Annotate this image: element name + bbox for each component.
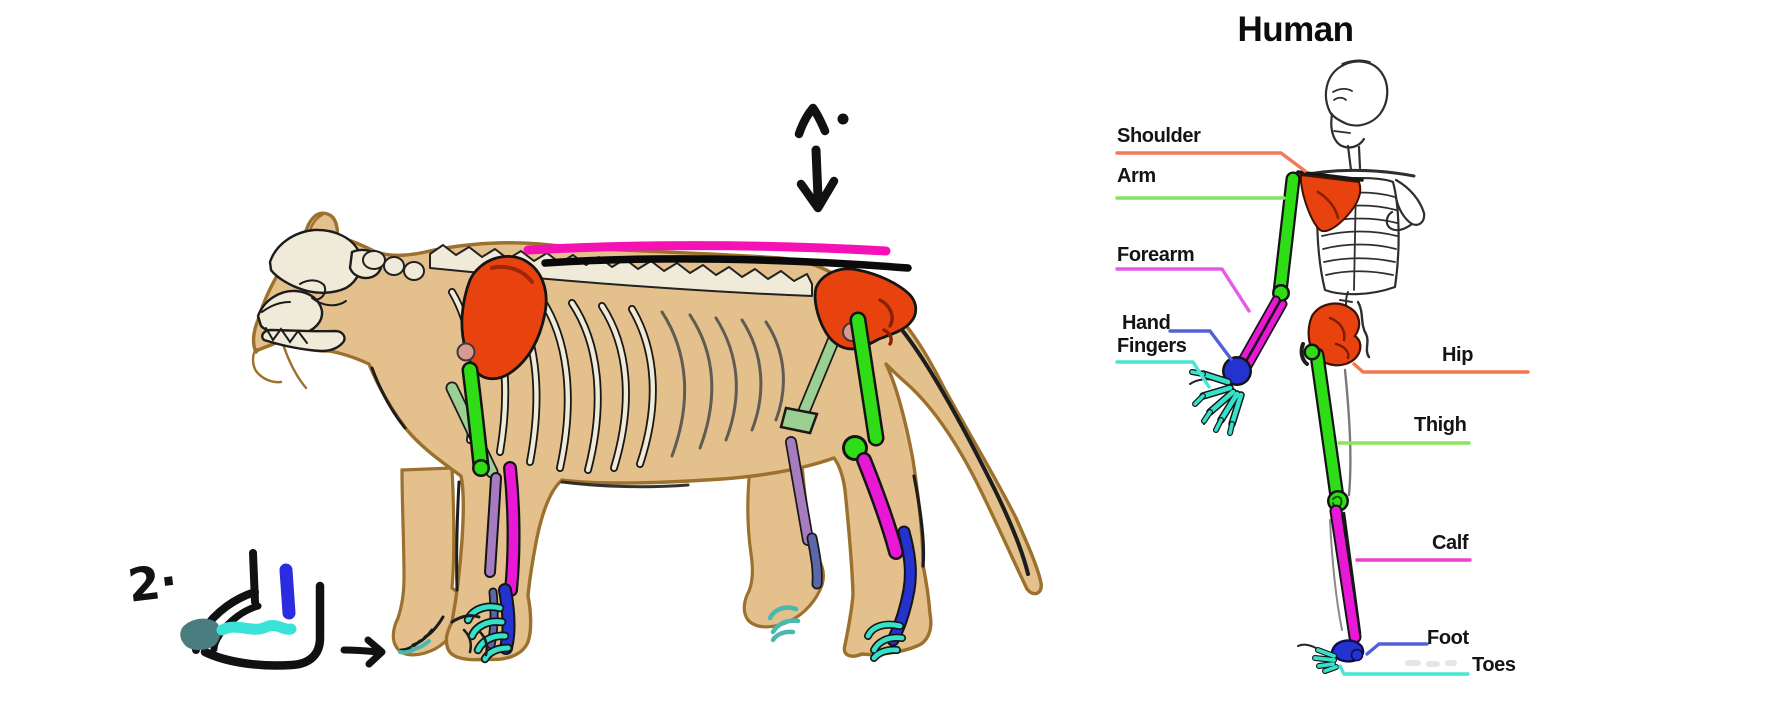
lion-mandible	[261, 328, 346, 353]
annotation-1	[794, 103, 849, 213]
human-toe-bones	[1297, 643, 1339, 674]
leader-hip	[1352, 362, 1530, 374]
lion-far-femur-flare	[779, 406, 819, 435]
human-mouth	[1333, 130, 1351, 134]
label-fingers: Fingers	[1117, 335, 1187, 357]
foot-doodle-ankle-stroke	[279, 563, 296, 620]
lion-far-front-claw-tint	[398, 639, 431, 655]
human-radius-bone	[1238, 297, 1279, 365]
lion-shoulder-joint-circle	[456, 342, 476, 362]
right-arrow-shaft	[340, 646, 382, 656]
foot-doodle-heel-blob	[180, 618, 221, 651]
back-highlight-lines	[523, 241, 912, 272]
human-pelvis-accent	[1328, 316, 1350, 360]
label-foot: Foot	[1427, 627, 1469, 649]
foot-doodle-u-stroke	[200, 581, 325, 670]
leader-forearm	[1115, 267, 1251, 313]
leader-shoulder	[1115, 151, 1307, 173]
lion-teeth-zigzag	[265, 327, 308, 344]
lion-figure	[251, 211, 1043, 664]
lion-elbow-knob	[474, 461, 488, 475]
human-heel-bone	[1350, 648, 1364, 662]
right-arrow-head-icon	[364, 636, 386, 668]
leader-toes	[1338, 664, 1470, 676]
label-forearm: Forearm	[1117, 244, 1195, 266]
human-far-hand	[1385, 210, 1414, 232]
lion-pelvis-accent	[878, 298, 894, 346]
lion-zygomatic-arch	[311, 297, 347, 307]
annotation-2-number: 2·	[124, 553, 181, 613]
lion-colored-bones	[445, 255, 918, 664]
lion-knee-knob	[845, 438, 865, 458]
lion-front-claws	[463, 602, 513, 664]
human-scapula-accent	[1316, 190, 1340, 220]
lion-tail-inner-line	[900, 328, 1030, 576]
back-highlight-pink-line	[523, 241, 891, 256]
lion-skull	[256, 228, 383, 353]
lion-scapula-bone	[460, 255, 548, 381]
lion-scapula-accent	[490, 264, 534, 284]
lion-sketch-ribs	[660, 310, 785, 458]
leader-lines	[1115, 151, 1530, 676]
foot-doodle-toes-squiggle	[216, 619, 297, 636]
label-toes: Toes	[1472, 654, 1516, 676]
human-eye-brow	[1332, 87, 1353, 101]
human-section-title: Human	[1237, 10, 1354, 49]
erased-text-smudge	[1405, 660, 1457, 667]
leader-fingers	[1115, 360, 1211, 389]
annotation-2-foot-doodle	[180, 549, 386, 670]
label-calf: Calf	[1432, 532, 1469, 554]
human-toe-sketch-line	[1297, 643, 1317, 649]
leader-foot	[1365, 642, 1429, 656]
human-trochanter	[1306, 346, 1318, 358]
human-neck	[1346, 144, 1362, 172]
human-figure	[1189, 59, 1457, 674]
human-tibia-bone	[1331, 506, 1360, 642]
human-far-arm	[1394, 178, 1426, 226]
human-finger-bones	[1189, 369, 1245, 436]
label-hand: Hand	[1122, 312, 1171, 334]
human-pelvis-shadow	[1299, 342, 1309, 366]
back-highlight-black-line	[541, 255, 912, 272]
human-jaw	[1330, 112, 1366, 149]
human-humerus-bone	[1274, 173, 1299, 298]
lion-hind-claws	[864, 620, 906, 662]
lion-far-front-claw-lines	[399, 615, 445, 652]
lion-paw-toe-lines	[462, 628, 489, 657]
lion-far-hind-claws	[767, 605, 801, 643]
human-hair-stroke	[1341, 59, 1371, 65]
label-thigh: Thigh	[1414, 414, 1467, 436]
label-arm: Arm	[1117, 165, 1156, 187]
lion-skull-details	[261, 279, 347, 344]
down-arrow-head-icon	[796, 176, 839, 213]
label-hip: Hip	[1442, 344, 1474, 366]
lion-far-front-leg	[391, 466, 466, 657]
lion-nasal-line	[261, 301, 291, 313]
down-arrow-shaft	[811, 145, 823, 202]
lion-ink-accents	[370, 328, 1030, 657]
human-skull	[1324, 60, 1389, 127]
annotation-1-dot	[837, 113, 849, 125]
annotation-1-caret-dot-icon	[794, 103, 830, 139]
label-shoulder: Shoulder	[1117, 125, 1201, 147]
lion-neck-vertebrae	[362, 250, 425, 281]
human-hand-bone	[1224, 358, 1250, 384]
lion-pelvis-bone	[813, 267, 918, 351]
human-tibia-shadow-line	[1329, 519, 1343, 631]
human-pelvis-scribble	[1356, 300, 1371, 359]
human-ulna-bone	[1245, 301, 1286, 369]
human-femur-bone	[1311, 349, 1343, 503]
human-scapula-top-line	[1296, 170, 1364, 182]
lion-muzzle-line	[251, 347, 283, 384]
human-femur-shadow-line	[1343, 368, 1352, 497]
leader-hand	[1168, 329, 1233, 361]
lion-eye-socket	[299, 279, 327, 301]
human-colored-bones	[1189, 170, 1365, 674]
human-fibula-line	[1342, 511, 1362, 635]
